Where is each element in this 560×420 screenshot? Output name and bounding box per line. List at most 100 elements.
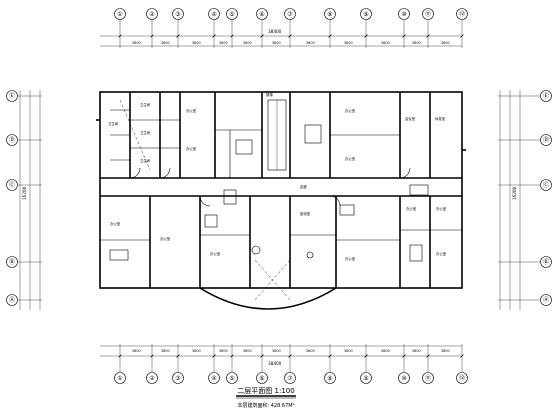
dimension-lines-top: 38400 bbox=[100, 29, 462, 47]
grid-bubble: ⑦ bbox=[284, 372, 296, 384]
grid-bubble-label: Ⓑ bbox=[543, 258, 549, 266]
grid-bubble-label: ⑪ bbox=[425, 10, 431, 18]
overall-dim-top: 38400 bbox=[268, 29, 282, 34]
grid-bubble: ⑩ bbox=[398, 372, 410, 384]
grid-bubble-label: ③ bbox=[175, 11, 180, 18]
overall-dim-bottom: 38400 bbox=[268, 361, 282, 366]
grid-bubble-label: Ⓐ bbox=[543, 296, 549, 304]
dimension-value: 3600 bbox=[161, 349, 170, 353]
grid-bubble: ⑧ bbox=[324, 372, 336, 384]
grid-bubble-label: Ⓒ bbox=[9, 181, 15, 189]
dimension-value: 3600 bbox=[161, 41, 170, 45]
grid-bubble: ⑨ bbox=[360, 8, 372, 20]
grid-bubble-label: ① bbox=[117, 375, 122, 382]
room-label-1: 卫生间 bbox=[140, 102, 151, 107]
dimension-value: 3600 bbox=[344, 349, 353, 353]
room-label-4: 卫生间 bbox=[108, 121, 119, 126]
grid-bubble-label: ⑩ bbox=[401, 11, 406, 18]
grid-bubbles-right: Ⓐ Ⓑ Ⓒ Ⓓ Ⓔ bbox=[540, 90, 552, 306]
dimension-value: 3600 bbox=[344, 41, 353, 45]
grid-bubble-label: ⑨ bbox=[363, 11, 368, 18]
room-label-16: 楼梯 bbox=[266, 92, 273, 97]
room-label-13: 办公室 bbox=[210, 251, 221, 256]
dimension-value: 3600 bbox=[272, 349, 281, 353]
grid-bubble: ② bbox=[146, 8, 158, 20]
overall-dim-left: 16200 bbox=[22, 186, 27, 200]
dimension-value: 3600 bbox=[132, 41, 141, 45]
title-block: 二层平面图 1:100 本层建筑面积: 428.67M² bbox=[236, 387, 296, 409]
grid-bubble-label: ⑤ bbox=[229, 375, 234, 382]
grid-bubble-label: Ⓑ bbox=[9, 258, 15, 266]
dimension-value: 3600 bbox=[192, 41, 201, 45]
dimension-value: 3600 bbox=[381, 349, 390, 353]
room-label-12: 办公室 bbox=[160, 236, 171, 241]
room-label-5: 办公室 bbox=[186, 108, 197, 113]
grid-bubble: ⑪ bbox=[422, 372, 434, 384]
room-label-18: 办公室 bbox=[406, 206, 417, 211]
grid-bubble-label: ④ bbox=[211, 375, 216, 382]
grid-bubble: Ⓔ bbox=[540, 90, 552, 102]
dimension-value: 3600 bbox=[441, 41, 450, 45]
room-label-10: 休息室 bbox=[435, 116, 446, 121]
room-label-17: 接待室 bbox=[300, 211, 311, 216]
grid-bubble-label: Ⓒ bbox=[543, 181, 549, 189]
grid-bubble-label: ⑪ bbox=[425, 374, 431, 382]
grid-bubble: ⑨ bbox=[360, 372, 372, 384]
grid-bubble-label: ⑦ bbox=[287, 11, 293, 18]
grid-bubble-label: ⑦ bbox=[287, 375, 293, 382]
grid-bubble-label: ⑥ bbox=[259, 11, 264, 18]
dimension-value: 3600 bbox=[219, 349, 228, 353]
area-note: 本层建筑面积: 428.67M² bbox=[237, 402, 294, 409]
dimension-value: 3600 bbox=[412, 349, 421, 353]
grid-bubble: ⑩ bbox=[398, 8, 410, 20]
room-label-14: 办公室 bbox=[345, 256, 356, 261]
building-outline bbox=[96, 91, 466, 310]
dimension-value: 3600 bbox=[243, 41, 252, 45]
grid-bubble-label: Ⓐ bbox=[9, 296, 15, 304]
grid-bubble: ⑧ bbox=[324, 8, 336, 20]
room-label-11: 办公室 bbox=[110, 221, 121, 226]
drawing-title: 二层平面图 1:100 bbox=[237, 387, 294, 395]
dimension-value: 3600 bbox=[192, 349, 201, 353]
dimension-value: 3600 bbox=[441, 349, 450, 353]
grid-bubble: Ⓒ bbox=[6, 179, 18, 191]
room-label-9: 会议室 bbox=[405, 116, 416, 121]
grid-bubble: ① bbox=[114, 372, 126, 384]
room-label-7: 办公室 bbox=[345, 108, 356, 113]
grid-bubble-label: ⑨ bbox=[363, 375, 368, 382]
grid-bubble-label: ⑩ bbox=[401, 375, 406, 382]
grid-bubble-label: Ⓔ bbox=[9, 92, 15, 100]
dimension-value: 3600 bbox=[243, 349, 252, 353]
grid-bubble: Ⓔ bbox=[6, 90, 18, 102]
room-label-15: 走廊 bbox=[300, 184, 307, 189]
grid-bubble: ① bbox=[114, 8, 126, 20]
grid-bubble-label: ⑫ bbox=[459, 10, 465, 18]
grid-bubble-label: ⑥ bbox=[259, 375, 264, 382]
room-label-8: 办公室 bbox=[345, 156, 356, 161]
dimension-value: 3600 bbox=[306, 41, 315, 45]
grid-bubble: ④ bbox=[208, 8, 220, 20]
grid-bubble-label: ② bbox=[149, 11, 155, 18]
grid-bubble: ⑥ bbox=[256, 8, 268, 20]
grid-bubble: ③ bbox=[172, 8, 184, 20]
grid-bubble-label: ① bbox=[117, 11, 122, 18]
room-label-19: 办公室 bbox=[436, 206, 447, 211]
dimension-ticks bbox=[18, 20, 540, 372]
grid-bubble: ⑫ bbox=[456, 372, 468, 384]
room-label-6: 办公室 bbox=[186, 146, 197, 151]
grid-bubble-label: Ⓓ bbox=[543, 136, 549, 144]
dimension-lines-left: 16200 bbox=[19, 90, 41, 310]
grid-bubble: Ⓒ bbox=[540, 179, 552, 191]
room-label-2: 卫生间 bbox=[140, 130, 151, 135]
grid-bubble-label: Ⓔ bbox=[543, 92, 549, 100]
grid-bubble: ④ bbox=[208, 372, 220, 384]
grid-bubble: Ⓑ bbox=[6, 256, 18, 268]
grid-bubble: ⑤ bbox=[226, 372, 238, 384]
grid-bubble-label: ⑧ bbox=[327, 11, 332, 18]
grid-bubble: Ⓐ bbox=[6, 294, 18, 306]
grid-bubble-label: ④ bbox=[211, 11, 216, 18]
